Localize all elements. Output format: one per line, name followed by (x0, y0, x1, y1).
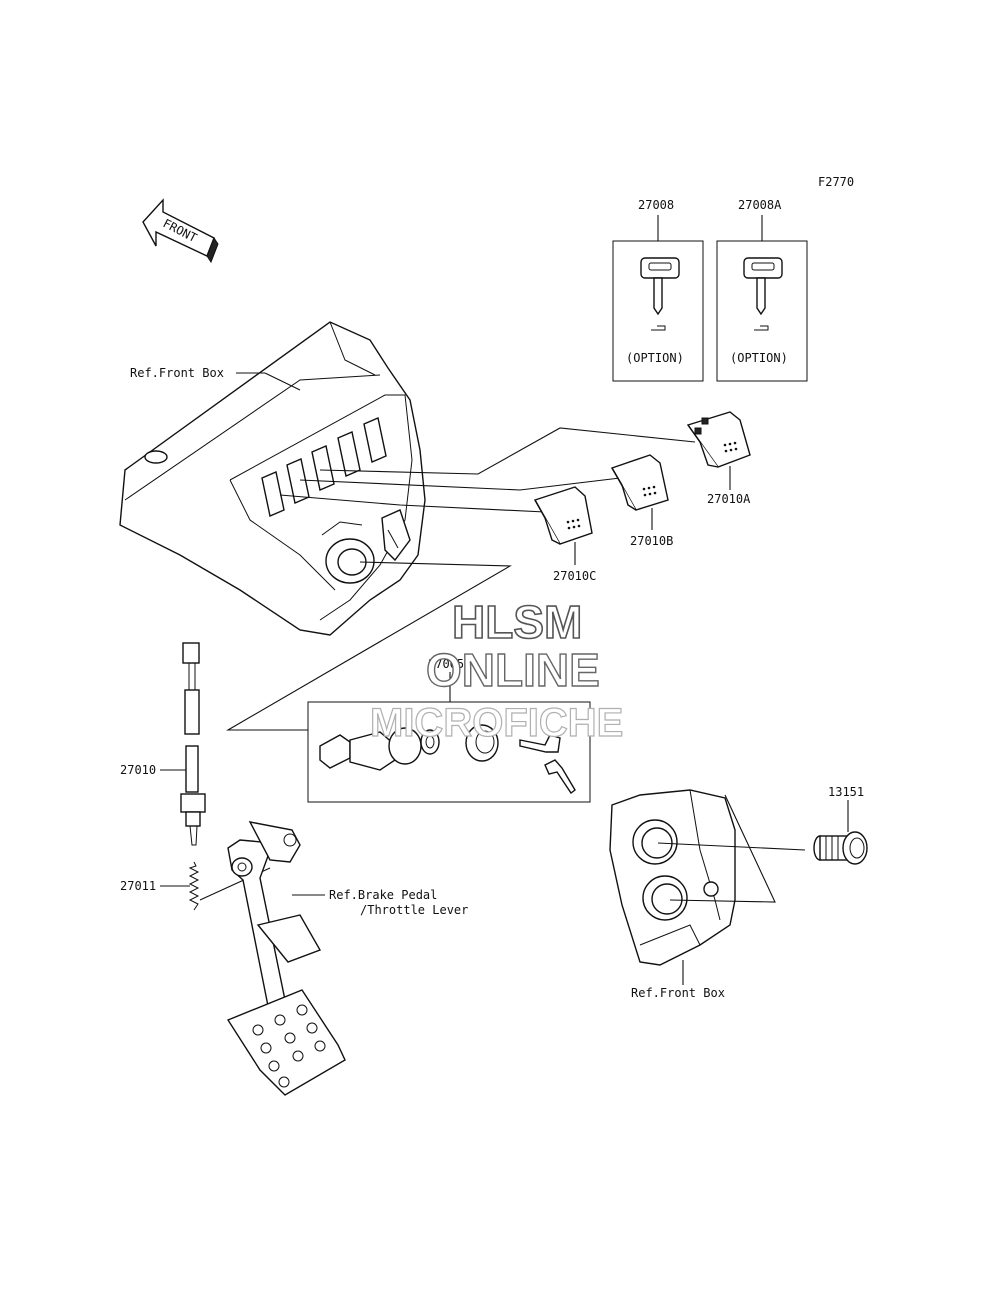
ref-brake-pedal-line2: /Throttle Lever (360, 903, 468, 917)
brake-switch-27010 (180, 642, 206, 846)
ref-brake-pedal-line1: Ref.Brake Pedal (329, 888, 437, 902)
ref-front-box-top: Ref.Front Box (130, 366, 224, 380)
rocker-switch-27010a (686, 411, 751, 468)
watermark-line3: MICROFICHE (370, 701, 623, 745)
front-arrow-icon: FRONT (142, 198, 219, 264)
rocker-switch-27010c (533, 486, 593, 545)
front-box-bottom (609, 789, 736, 966)
rocker-switch-27010b (610, 454, 669, 511)
part-label-27008: 27008 (638, 198, 674, 212)
part-label-27005: 27005 (428, 657, 464, 671)
key-27008-icon (640, 257, 680, 331)
key-27008-group: 27008 (OPTION) (612, 198, 704, 382)
front-box-clip (381, 509, 411, 562)
ref-front-box-bottom: Ref.Front Box (631, 986, 725, 1000)
watermark: HLSM ONLINE MICROFICHE (369, 595, 624, 745)
front-box-hole (144, 450, 168, 464)
part-label-27010c: 27010C (553, 569, 596, 583)
switch-slots (261, 417, 387, 517)
watermark-line2: ONLINE (426, 644, 600, 696)
return-spring-27011 (188, 861, 200, 911)
key-27008a-group: 27008A (OPTION) (716, 198, 808, 382)
option-label-2: (OPTION) (730, 351, 788, 365)
part-label-27010: 27010 (120, 763, 156, 777)
part-label-27010b: 27010B (630, 534, 673, 548)
option-label-1: (OPTION) (626, 351, 684, 365)
key-27008a-icon (743, 257, 783, 331)
part-label-13151: 13151 (828, 785, 864, 799)
part-label-27011: 27011 (120, 879, 156, 893)
part-label-27010a: 27010A (707, 492, 751, 506)
part-label-27008a: 27008A (738, 198, 782, 212)
power-socket-13151 (813, 831, 868, 865)
front-box-top (119, 321, 426, 636)
ignition-switch-box (307, 701, 591, 803)
ignition-switch-icon (319, 727, 440, 771)
brake-pedal (226, 821, 346, 1096)
ignition-keys-icon (519, 734, 576, 795)
figure-code: F2770 (818, 175, 854, 189)
ignition-nut-icon (465, 724, 499, 762)
watermark-line1: HLSM (452, 596, 582, 648)
